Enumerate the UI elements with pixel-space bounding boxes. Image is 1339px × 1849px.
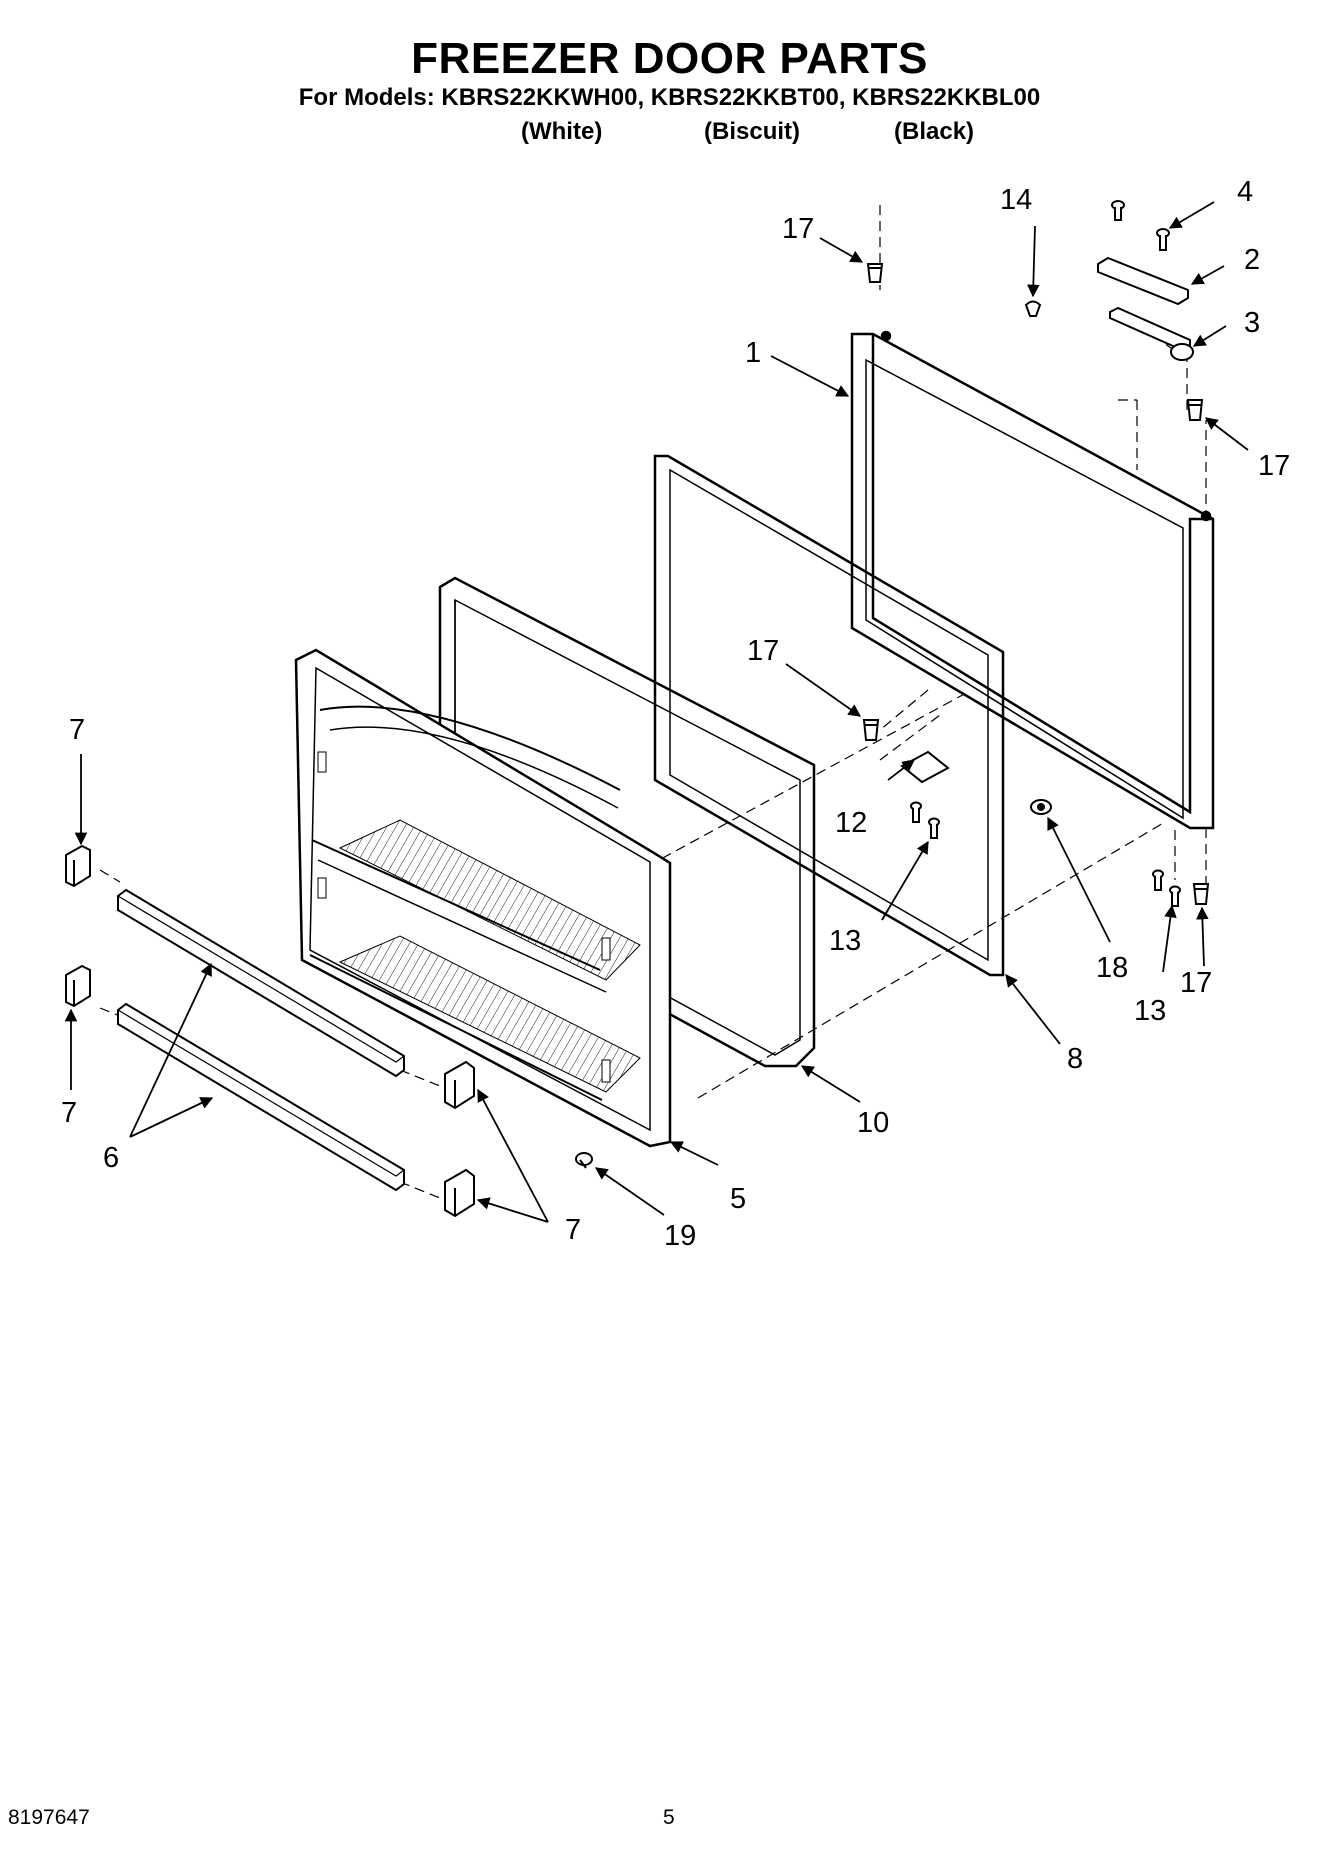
callout-7-right: 7 [565, 1214, 581, 1246]
color-white-label: (White) [521, 118, 603, 145]
hinge-plates [1097, 256, 1194, 361]
door-gasket [653, 454, 1005, 977]
callout-10: 10 [857, 1107, 889, 1139]
callout-1: 1 [745, 337, 761, 369]
callout-2: 2 [1244, 244, 1260, 276]
callout-3: 3 [1244, 307, 1260, 339]
models-line: For Models: KBRS22KKWH00, KBRS22KKBT00, … [298, 84, 1041, 111]
bracket-12 [900, 750, 950, 784]
callout-17-top: 17 [782, 213, 814, 245]
callout-17-bottom: 17 [1180, 967, 1212, 999]
callout-17-mid: 17 [747, 635, 779, 667]
color-biscuit-label: (Biscuit) [704, 118, 800, 145]
callout-14: 14 [1000, 184, 1032, 216]
screw-19 [575, 1152, 593, 1169]
screw-4b [1111, 200, 1125, 221]
inner-door-liner [294, 648, 672, 1148]
callout-labels: 1 2 3 4 5 6 7 7 7 8 10 12 13 13 14 17 17… [61, 176, 1290, 1252]
callout-5: 5 [730, 1183, 746, 1215]
plug-17-right [1186, 399, 1204, 421]
callout-8: 8 [1067, 1043, 1083, 1075]
document-number: 8197647 [8, 1806, 90, 1829]
plug-14 [1024, 300, 1042, 317]
small-hardware [575, 200, 1210, 1169]
callout-13-mid: 13 [829, 925, 861, 957]
screw-13-right [1152, 869, 1181, 907]
washer-18 [1030, 799, 1052, 815]
plug-17-bottom [1192, 883, 1210, 905]
page-number: 5 [663, 1806, 675, 1829]
end-caps [65, 844, 475, 1218]
plug-17-top [866, 263, 884, 283]
plug-17-mid [862, 719, 880, 741]
callout-19: 19 [664, 1220, 696, 1252]
callout-4: 4 [1237, 176, 1253, 208]
callout-7-top-left: 7 [69, 714, 85, 746]
callout-12: 12 [835, 807, 867, 839]
callout-13-right: 13 [1134, 995, 1166, 1027]
outer-door-frame [850, 330, 1215, 830]
shelf-retainer-bars [117, 888, 405, 1192]
callout-17-right: 17 [1258, 450, 1290, 482]
color-black-label: (Black) [894, 118, 975, 145]
callout-6: 6 [103, 1142, 119, 1174]
screw-13-mid [910, 801, 940, 839]
callout-18: 18 [1096, 952, 1128, 984]
callout-leaders [64, 201, 1249, 1223]
callout-7-bottom-left: 7 [61, 1097, 77, 1129]
screw-4 [1156, 228, 1170, 251]
page-title: FREEZER DOOR PARTS [411, 34, 928, 83]
